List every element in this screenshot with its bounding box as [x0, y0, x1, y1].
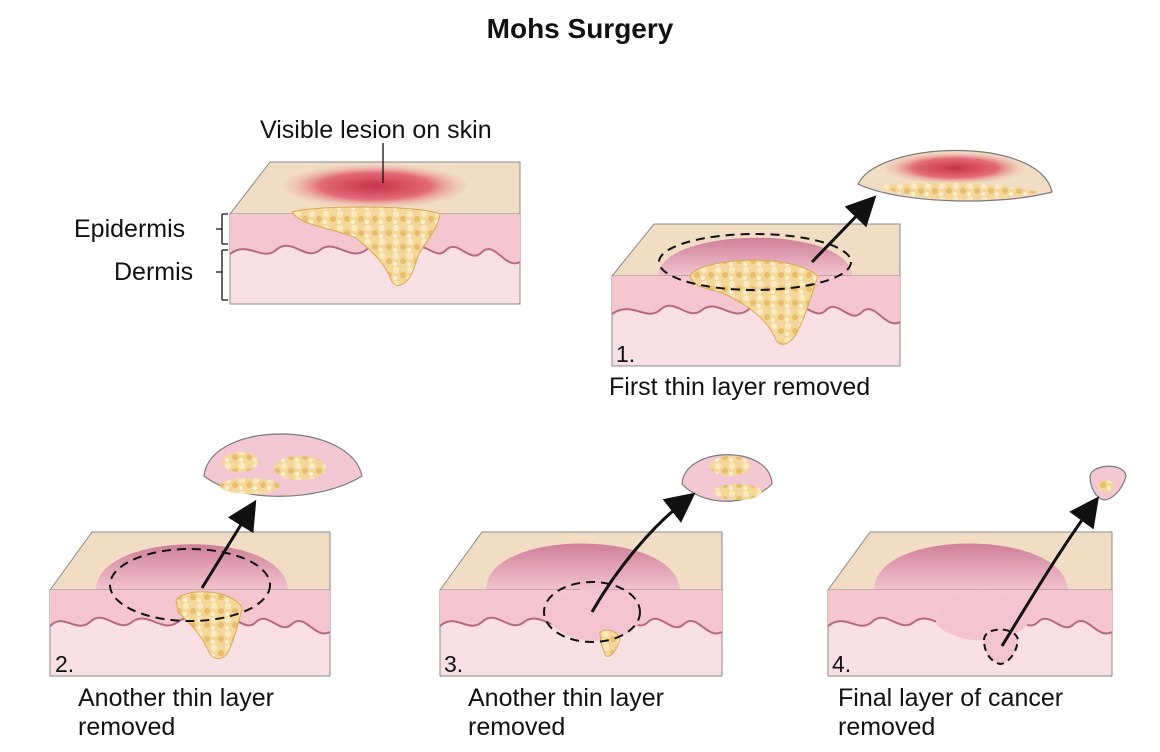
excision-crater	[874, 543, 1068, 590]
epidermis-brace	[216, 213, 228, 245]
dermis-label: Dermis	[114, 258, 194, 286]
skin-block-step-2	[49, 531, 331, 677]
step-number-1: 1.	[616, 341, 636, 367]
step-number-2: 2.	[55, 651, 75, 677]
inner-crater	[936, 591, 1028, 641]
visible-lesion-label: Visible lesion on skin	[260, 116, 492, 144]
tumor-mass	[599, 629, 621, 657]
arrow-step-2	[200, 499, 257, 589]
tumor-mass	[689, 259, 819, 345]
step-caption-3-line-1: Another thin layer	[468, 684, 664, 712]
excision-outline	[109, 548, 271, 622]
arrow-step-1	[810, 195, 877, 264]
epidermis-label: Epidermis	[74, 215, 186, 243]
step-caption-4-line-2: removed	[838, 713, 936, 741]
excision-outline	[658, 233, 852, 291]
page-title: Mohs Surgery	[486, 13, 674, 44]
skin-block-intact	[228, 161, 521, 305]
skin-block-step-4	[827, 531, 1113, 677]
dermis-brace	[216, 249, 228, 301]
layer-braces	[216, 213, 228, 301]
skin-block-step-3	[439, 531, 723, 677]
removed-layer-step-3	[681, 454, 773, 502]
removed-layer-step-2	[203, 433, 363, 497]
removed-layer-step-1	[857, 149, 1053, 202]
tumor-mass	[175, 591, 243, 659]
step-caption-3-line-2: removed	[468, 713, 566, 741]
visible-lesion	[283, 164, 467, 208]
step-caption-4-line-1: Final layer of cancer	[838, 684, 1064, 712]
step-number-3: 3.	[444, 651, 464, 677]
final-excision-outline	[982, 628, 1020, 666]
step-caption-2-line-2: removed	[78, 713, 176, 741]
skin-block-step-1	[610, 223, 901, 367]
excision-crater	[96, 544, 288, 590]
excision-outline	[543, 581, 641, 643]
step-number-4: 4.	[832, 651, 852, 677]
inner-crater	[548, 588, 642, 641]
tumor-mass	[291, 206, 441, 286]
step-caption-2-line-1: Another thin layer	[78, 684, 274, 712]
step-caption-1: First thin layer removed	[609, 373, 871, 401]
arrow-step-4	[1000, 496, 1100, 647]
arrow-step-3	[590, 492, 696, 613]
removed-layer-step-4	[1089, 465, 1127, 501]
